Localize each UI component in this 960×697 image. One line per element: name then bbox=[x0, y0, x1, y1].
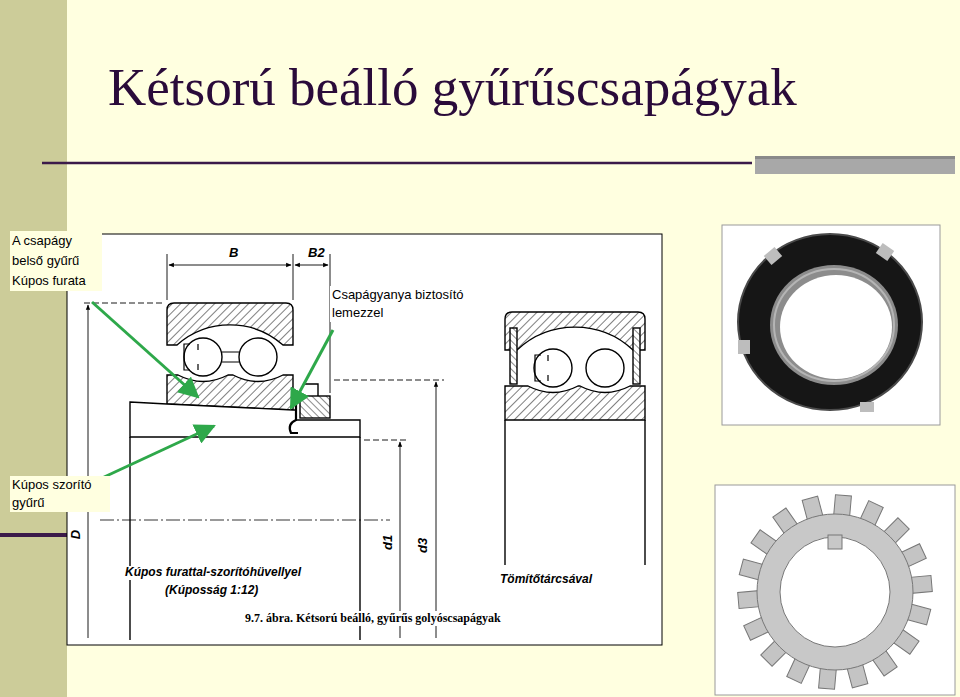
bearing-with-sleeve bbox=[184, 338, 222, 376]
dimension-lines bbox=[334, 380, 444, 381]
lock-nut-photo bbox=[738, 340, 750, 354]
slide-frame bbox=[42, 162, 752, 165]
lock-nut-photo bbox=[774, 269, 894, 381]
leader-lines bbox=[92, 302, 198, 397]
lock-nut-photo bbox=[770, 265, 898, 385]
lock-nut-photo bbox=[722, 225, 940, 425]
drawing-frame bbox=[67, 234, 662, 645]
dimension-lines bbox=[436, 382, 437, 638]
slide-frame bbox=[755, 156, 955, 174]
bearing-with-sleeve bbox=[100, 520, 390, 521]
dimension-lines bbox=[167, 254, 168, 300]
bearing-with-sleeve bbox=[184, 344, 190, 370]
dimension-lines bbox=[169, 265, 291, 266]
sealed-bearing bbox=[505, 386, 645, 420]
lock-washer-photo bbox=[715, 485, 955, 695]
slide-frame bbox=[755, 156, 955, 159]
drawing-frame bbox=[67, 234, 662, 645]
leader-lines bbox=[92, 302, 333, 478]
bearing-with-sleeve bbox=[100, 303, 390, 640]
sealed-bearing bbox=[510, 328, 517, 384]
dimension-label: d1 bbox=[381, 533, 396, 552]
callout-label: A csapágy belső gyűrű Kúpos furata bbox=[10, 231, 102, 291]
sealed-bearing bbox=[505, 312, 645, 350]
sealed-bearing bbox=[547, 355, 548, 381]
bearing-with-sleeve bbox=[305, 384, 318, 396]
dimension-lines bbox=[364, 440, 408, 441]
callout-label: Kúpos szorító gyűrű bbox=[10, 476, 110, 512]
figure-caption: 9.7. ábra. Kétsorú beálló, gyűrűs golyós… bbox=[243, 611, 503, 626]
lock-washer-photo bbox=[757, 514, 913, 670]
lock-washer-photo bbox=[780, 537, 890, 647]
bearing-with-sleeve bbox=[239, 338, 277, 376]
lock-washer-photo bbox=[828, 535, 842, 549]
lock-nut-photo bbox=[860, 402, 874, 412]
dimension-label: d3 bbox=[416, 536, 431, 555]
lock-nut-photo bbox=[764, 247, 782, 265]
variant-label: Kúpos furattal-szorítóhüvellyel bbox=[123, 566, 303, 580]
bearing-with-sleeve bbox=[129, 437, 130, 640]
lock-washer-photo bbox=[715, 485, 955, 695]
dimension-lines bbox=[88, 305, 89, 638]
dimension-lines bbox=[293, 254, 294, 300]
sealed-bearing bbox=[586, 349, 624, 387]
sealed-bearing bbox=[535, 355, 541, 381]
lock-nut-photo bbox=[722, 225, 940, 425]
variant-label: Tömítőtárcsával bbox=[498, 573, 594, 587]
lock-nut-photo bbox=[780, 275, 892, 379]
sealed-bearing bbox=[534, 349, 572, 387]
dimension-lines bbox=[400, 442, 401, 638]
sealed-bearing bbox=[504, 420, 505, 565]
callout-label: Csapágyanya biztosító lemezzel bbox=[330, 286, 495, 322]
bearing-with-sleeve bbox=[359, 437, 360, 640]
dimension-lines bbox=[330, 254, 331, 393]
sealed-bearing bbox=[633, 328, 640, 384]
sealed-bearing bbox=[644, 420, 645, 565]
leader-lines bbox=[291, 330, 333, 408]
lock-nut-photo bbox=[738, 234, 922, 410]
bearing-with-sleeve bbox=[300, 396, 330, 418]
dimension-lines bbox=[84, 303, 164, 304]
slide-frame bbox=[0, 533, 67, 537]
sealed-bearing bbox=[505, 312, 645, 565]
variant-label: (Kúposság 1:12) bbox=[163, 584, 260, 598]
bearing-with-sleeve bbox=[197, 344, 198, 370]
dimension-label: B2 bbox=[306, 246, 327, 261]
lock-nut-photo bbox=[876, 243, 894, 261]
slide-title: Kétsorú beálló gyűrűscsapágyak bbox=[108, 58, 797, 116]
bearing-with-sleeve bbox=[222, 352, 239, 362]
dimension-label: B bbox=[227, 246, 240, 261]
slide-frame bbox=[0, 0, 67, 697]
bearing-with-sleeve bbox=[167, 303, 293, 345]
leader-lines bbox=[102, 426, 214, 478]
dimension-lines bbox=[295, 265, 328, 266]
dimension-label: D bbox=[69, 528, 84, 541]
lock-nut-photo bbox=[738, 234, 922, 410]
